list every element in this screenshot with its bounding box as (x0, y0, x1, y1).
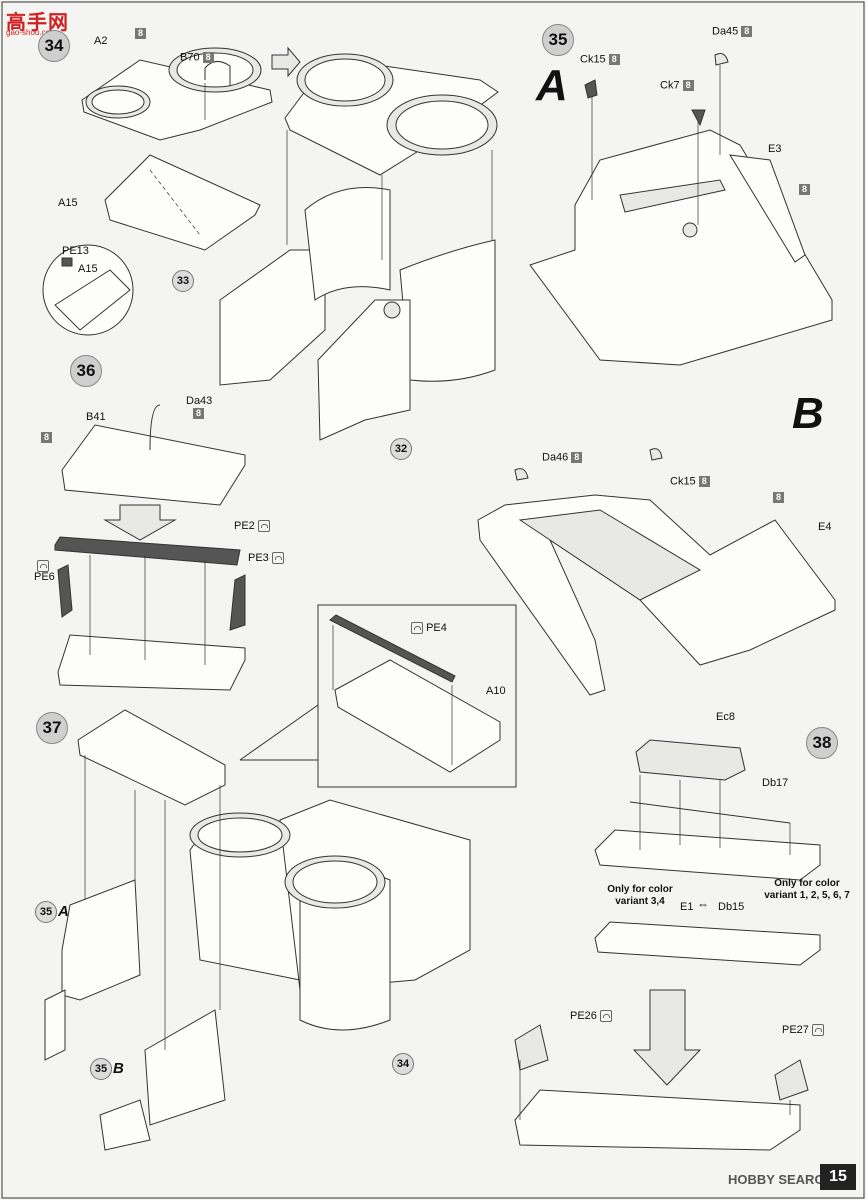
paint-tag-b41-value: 8 (41, 432, 53, 443)
variant-a-letter: A (536, 61, 568, 110)
watermark-title: 高手网 (6, 12, 69, 34)
label-pe27: PE27 (782, 1024, 824, 1036)
ref-step-35b: 35 (90, 1058, 112, 1080)
part-pe3 (229, 574, 246, 631)
label-pe26: PE26 (570, 1010, 612, 1022)
paint-tag: 8 (132, 28, 147, 39)
paint-tag-e4: 8 (770, 492, 785, 503)
variant-b-sub: B (113, 1060, 124, 1077)
step-number-38: 38 (806, 727, 838, 759)
label-pe3-text: PE3 (248, 551, 269, 564)
page-number: 15 (820, 1164, 856, 1190)
paint-tag-da43: 8 (190, 408, 205, 419)
variant-a-sub: A (58, 903, 69, 920)
label-a15: A15 (58, 197, 78, 209)
photo-etch-icon (271, 552, 284, 564)
label-da43: Da43 (186, 395, 213, 407)
label-pe6: PE6 (34, 560, 55, 583)
part-pe6 (57, 564, 73, 618)
label-db15: Db15 (718, 901, 745, 913)
step-number-37: 37 (36, 712, 68, 744)
footer-brand: HOBBY SEARCH (728, 1172, 834, 1187)
label-ck15-a-tag: 8 (608, 54, 620, 65)
step34-roof-assembled (284, 53, 499, 176)
part-a15 (104, 154, 261, 251)
photo-etch-icon (599, 1010, 612, 1022)
label-pe4: PE4 (408, 622, 447, 634)
step37-hull-assembly (44, 709, 471, 1151)
label-da45-text: Da45 (712, 25, 739, 38)
label-pe4-text: PE4 (426, 621, 447, 634)
label-e1: E1 (680, 901, 694, 913)
ref-step-33: 33 (172, 270, 194, 292)
ref-step-35a: 35 (35, 901, 57, 923)
step-number-36: 36 (70, 355, 102, 387)
label-pe13: PE13 (62, 245, 89, 257)
label-e4: E4 (818, 521, 832, 533)
photo-etch-icon (811, 1024, 824, 1036)
step35b-panel-e4 (477, 494, 836, 696)
label-a15-detail: A15 (78, 263, 98, 275)
label-ck7-tag: 8 (682, 80, 694, 91)
swap-icon: ⇔ (697, 897, 709, 911)
step36-plate-b41 (61, 404, 246, 506)
label-a10: A10 (486, 685, 506, 697)
step38-assembly (514, 739, 821, 1151)
paint-tag-e4-value: 8 (773, 492, 785, 503)
label-pe26-text: PE26 (570, 1009, 597, 1022)
label-pe2: PE2 (234, 520, 270, 532)
label-da45-tag: 8 (741, 26, 753, 37)
label-pe3: PE3 (248, 552, 284, 564)
label-da46-tag: 8 (571, 452, 583, 463)
watermark-site: gao-shou.com (6, 28, 57, 37)
paint-tag-value: 8 (135, 28, 147, 39)
label-e3: E3 (768, 143, 782, 155)
arrow-right-icon (271, 46, 301, 78)
step-number-35: 35 (542, 24, 574, 56)
label-b70-text: B70 (180, 51, 200, 64)
label-da46-text: Da46 (542, 451, 569, 464)
ref-step-34: 34 (392, 1053, 414, 1075)
step34-roof-plate (81, 47, 273, 141)
arrow-down-icon (103, 504, 177, 541)
label-ck15-a-text: Ck15 (580, 53, 606, 66)
label-ck15-b-text: Ck15 (670, 475, 696, 488)
label-b70-tag: 8 (202, 52, 214, 63)
paint-tag-da43-value: 8 (193, 408, 205, 419)
paint-tag-b41: 8 (38, 432, 53, 443)
paint-tag-e3: 8 (796, 184, 811, 195)
label-pe27-text: PE27 (782, 1023, 809, 1036)
variant-b-letter: B (792, 389, 824, 438)
part-pe2 (54, 536, 241, 566)
label-db17: Db17 (762, 777, 789, 789)
label-ck7-text: Ck7 (660, 79, 680, 92)
photo-etch-icon (257, 520, 270, 532)
label-ec8: Ec8 (716, 711, 735, 723)
step34-lower-hull (219, 187, 496, 441)
step35a-panel-e3 (529, 129, 833, 366)
label-a2: A2 (94, 35, 108, 47)
ref-step-32: 32 (390, 438, 412, 460)
paint-tag-e3-value: 8 (799, 184, 811, 195)
step-number-34: 34 (38, 30, 70, 62)
label-b41: B41 (86, 411, 106, 423)
label-pe2-text: PE2 (234, 519, 255, 532)
step36-assembled (57, 634, 246, 691)
label-pe6-text: PE6 (34, 571, 55, 583)
label-ck15-b-tag: 8 (698, 476, 710, 487)
photo-etch-icon (411, 622, 423, 634)
photo-etch-icon (37, 560, 49, 572)
detail-box-pe4 (317, 604, 517, 788)
